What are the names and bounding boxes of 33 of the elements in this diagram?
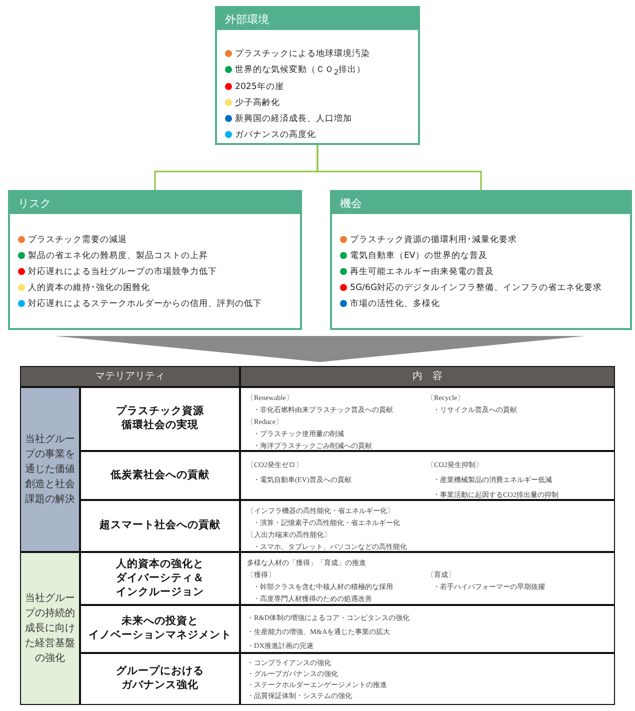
panel-heading: 機会 (332, 192, 630, 214)
connector-line (316, 145, 482, 190)
panel-box (8, 190, 302, 330)
bullet-item: 製品の省エネ化の難易度、製品コストの上昇 (18, 250, 208, 262)
bullet-item: 再生可能エネルギー由来発電の普及 (340, 266, 494, 278)
column-header: マテリアリティ (20, 366, 240, 387)
bullet-item: 対応遅れによる当社グループの市場競争力低下 (18, 266, 217, 278)
bullet-item: 市場の活性化、多様化 (340, 298, 440, 310)
materiality-heading: 低炭素社会への貢献 (110, 468, 210, 482)
column-header: 内 容 (240, 366, 615, 387)
materiality-heading: プラスチック資源循環社会の実現 (116, 405, 204, 433)
bullet-item: 5G/6G対応のデジタルインフラ整備、インフラの省エネ化要求 (340, 282, 602, 294)
bullet-item: ガバナンスの高度化 (225, 128, 316, 141)
bullet-item: 電気自動車（EV）の世界的な普及 (340, 250, 488, 262)
panel-box (215, 6, 420, 145)
bullet-item: 対応遅れによるステークホルダーからの信用、評判の低下 (18, 298, 262, 310)
bullet-item: 人的資本の維持･強化の困難化 (18, 282, 150, 294)
row-group-heading: 当社グループの事業を通じた価値創造と社会課題の解決 (24, 432, 76, 507)
materiality-heading: 未来への投資とイノベーションマネジメント (88, 615, 232, 643)
materiality-heading: 人的資本の強化とダイバーシティ＆インクルージョン (116, 558, 204, 600)
bullet-item: 新興国の経済成長、人口増加 (225, 112, 352, 125)
bullet-item: プラスチックによる地球環境汚染 (225, 48, 370, 60)
materiality-heading: 超スマート社会への貢献 (100, 519, 220, 533)
bullet-item: プラスチック需要の減退 (18, 234, 127, 246)
bullet-item: 2025年の崖 (225, 80, 284, 93)
panel-box (330, 190, 632, 330)
panel-heading: リスク (10, 192, 300, 214)
bullet-item: 少子高齢化 (225, 96, 280, 109)
materiality-heading: グループにおけるガバナンス強化 (116, 665, 204, 693)
panel-heading: 外部環境 (217, 8, 418, 30)
bullet-item: プラスチック資源の循環利用･減量化要求 (340, 234, 517, 246)
row-group-heading: 当社グループの持続的成長に向けた経営基盤の強化 (24, 592, 76, 666)
bullet-item: 世界的な気候変動（ＣＯ$_{2}$排出） (225, 64, 366, 77)
